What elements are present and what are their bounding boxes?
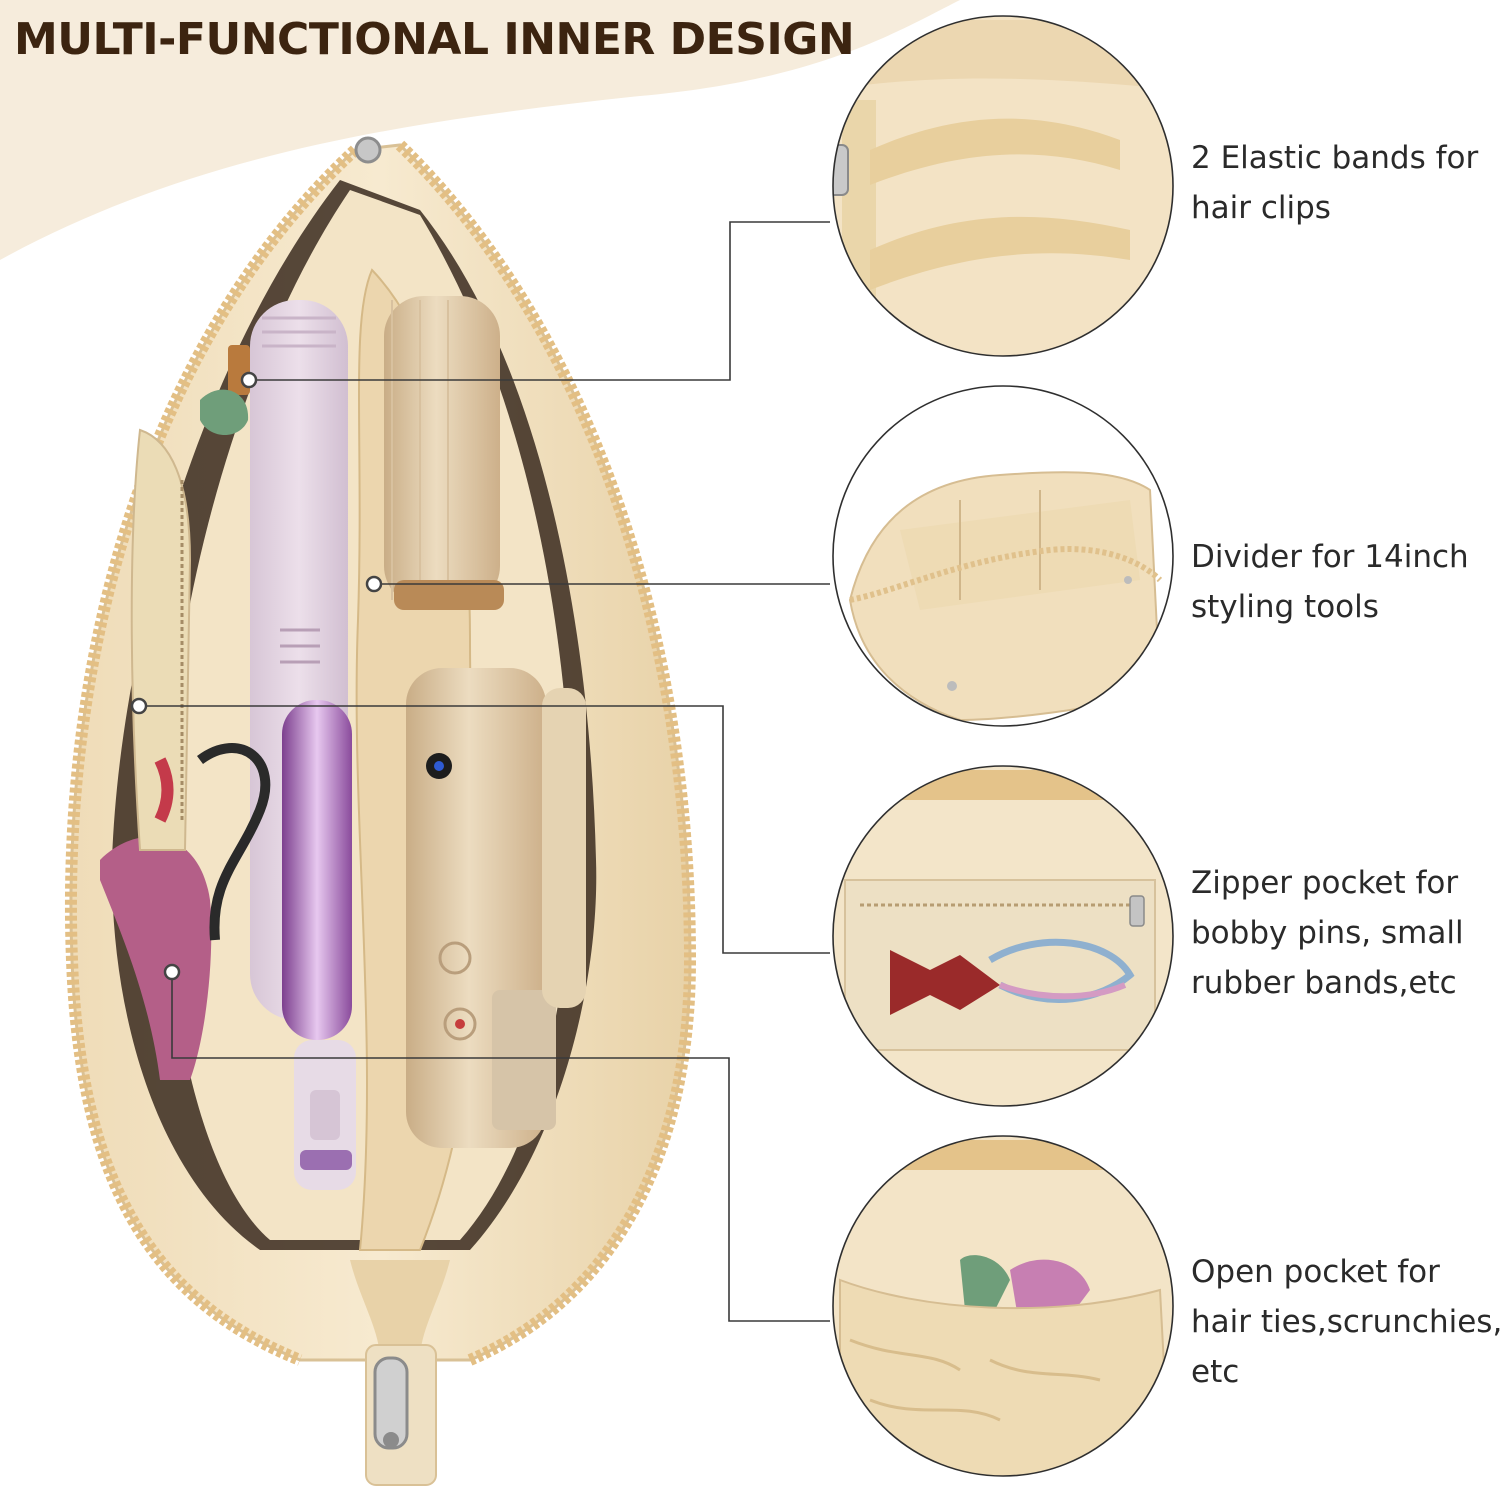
- detail-open-pocket: [832, 1135, 1174, 1477]
- detail-divider: [832, 385, 1174, 727]
- callout-elastic-bands: 2 Elastic bands for hair clips: [1191, 133, 1478, 233]
- callout-line: Zipper pocket for: [1191, 865, 1459, 901]
- callout-line: rubber bands,etc: [1191, 965, 1457, 1001]
- callout-line: etc: [1191, 1354, 1240, 1390]
- callout-line: Open pocket for: [1191, 1254, 1440, 1290]
- callout-open-pocket: Open pocket for hair ties,scrunchies, et…: [1191, 1247, 1500, 1397]
- callout-line: bobby pins, small: [1191, 915, 1464, 951]
- callout-zipper-pocket: Zipper pocket for bobby pins, small rubb…: [1191, 858, 1464, 1008]
- callout-line: styling tools: [1191, 589, 1379, 625]
- callout-line: hair ties,scrunchies,: [1191, 1304, 1500, 1340]
- page-title: MULTI-FUNCTIONAL INNER DESIGN: [14, 14, 855, 65]
- connector-lines: [139, 221, 830, 1322]
- callout-line: 2 Elastic bands for: [1191, 140, 1479, 176]
- open-pouch: [64, 136, 697, 1486]
- detail-zipper-pocket: [832, 765, 1174, 1107]
- connector-dots: [130, 371, 383, 981]
- callout-line: hair clips: [1191, 190, 1331, 226]
- callout-divider: Divider for 14inch styling tools: [1191, 532, 1469, 632]
- detail-elastic-bands: [832, 15, 1174, 357]
- header-banner: [0, 0, 960, 260]
- callout-line: Divider for 14inch: [1191, 539, 1469, 575]
